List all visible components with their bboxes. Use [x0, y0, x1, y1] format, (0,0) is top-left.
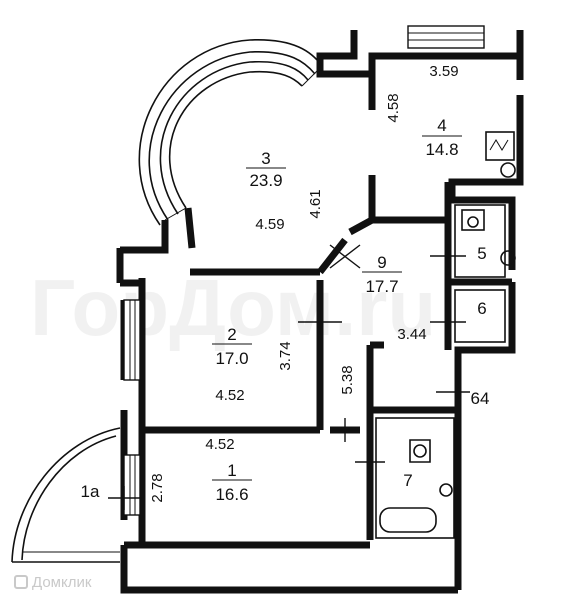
brand-name: Домклик [32, 574, 92, 591]
room-5-number: 5 [477, 244, 486, 263]
room-1-area: 16.6 [215, 485, 248, 504]
room-7-number: 7 [403, 471, 412, 490]
window-left-room2 [123, 299, 141, 381]
dim-room4-depth: 4.58 [385, 93, 402, 122]
room-1-label: 1 16.6 [212, 461, 252, 504]
window-left-room1 [123, 454, 141, 516]
room-2-number: 2 [227, 325, 236, 344]
door-marks [108, 244, 470, 510]
room-4-label: 4 14.8 [422, 116, 462, 159]
watermark: ГорДом.ru [30, 263, 436, 352]
room-3-number: 3 [261, 149, 270, 168]
brand-watermark: Домклик [14, 574, 91, 591]
balcony-1a [11, 427, 121, 563]
room-2-area: 17.0 [215, 349, 248, 368]
room-2-label: 2 17.0 [212, 325, 252, 368]
dim-corridor-length: 5.38 [339, 365, 356, 394]
interior-walls [124, 74, 512, 549]
dim-room1-width: 4.52 [205, 436, 234, 453]
room-1a-number: 1а [81, 482, 100, 501]
room-9-label: 9 17.7 [362, 253, 402, 296]
house-logo-icon [14, 575, 28, 589]
room-3-area: 23.9 [249, 171, 282, 190]
room-4-number: 4 [437, 116, 446, 135]
dim-room3-depth: 4.61 [307, 189, 324, 218]
room-6-number: 6 [477, 299, 486, 318]
room-64-number: 64 [471, 389, 490, 408]
dim-room2-depth: 3.74 [277, 341, 294, 370]
dim-hall-width: 3.44 [397, 326, 426, 343]
room-4-area: 14.8 [425, 140, 458, 159]
bay-window [138, 39, 323, 226]
room-9-area: 17.7 [365, 277, 398, 296]
dim-room4-width: 3.59 [429, 63, 458, 80]
dim-room1-depth: 2.78 [149, 473, 166, 502]
dim-room2-width: 4.52 [215, 387, 244, 404]
room-9-number: 9 [377, 253, 386, 272]
bathroom-fixtures [375, 131, 516, 539]
dim-room3-width: 4.59 [255, 216, 284, 233]
room-3-label: 3 23.9 [246, 149, 286, 190]
room-1-number: 1 [227, 461, 236, 480]
exterior-walls [116, 30, 524, 594]
window-top [407, 25, 485, 49]
